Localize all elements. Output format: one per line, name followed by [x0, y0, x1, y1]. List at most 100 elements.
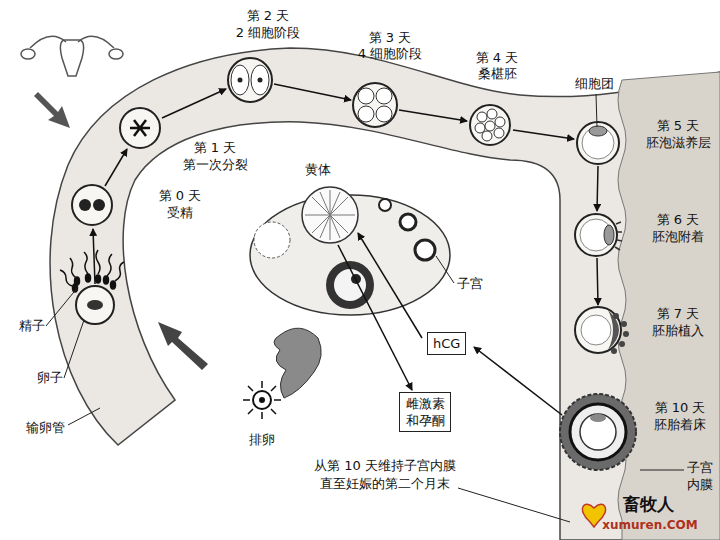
pointer-arrow — [158, 322, 208, 370]
blastocyst — [590, 414, 606, 422]
blastocyst — [623, 331, 629, 337]
cleavage-embryo — [494, 128, 504, 138]
stage-label: 卵子 — [37, 370, 63, 386]
oviduct-uterus — [50, 48, 720, 540]
stage-label: 桑椹胚 — [478, 66, 517, 82]
oviduct-uterus — [618, 72, 720, 540]
hormone-box: 雌激素和孕酮 — [399, 392, 451, 432]
cleavage-embryo — [482, 131, 492, 141]
stage-label: 胚胎植入 — [652, 323, 704, 339]
zygote — [76, 286, 114, 324]
stage-label: 4 细胞阶段 — [358, 46, 422, 62]
sperm — [115, 262, 124, 281]
hormone-arrow — [338, 233, 562, 415]
sperm — [111, 281, 116, 289]
fimbria — [259, 397, 265, 403]
pointer-arrow — [34, 92, 70, 128]
zygote — [87, 300, 103, 310]
blastocyst — [608, 310, 619, 350]
cleavage-embryo — [228, 58, 510, 145]
hormone-arrow — [474, 347, 562, 415]
leader-line — [640, 470, 684, 471]
sperm — [60, 270, 72, 286]
sperm — [86, 274, 91, 282]
box-text: 雌激素和孕酮 — [405, 395, 445, 429]
stage-label: 排卵 — [249, 432, 275, 448]
ovary — [334, 269, 366, 301]
blastocyst — [613, 313, 619, 319]
zygote — [120, 108, 160, 148]
uterus-icon — [109, 49, 123, 59]
stage-label: 细胞团 — [575, 76, 614, 92]
cleavage-embryo — [358, 106, 374, 122]
cleavage-embryo — [495, 117, 505, 127]
stage-label: 第 5 天 — [657, 118, 700, 134]
blastocyst — [581, 315, 611, 345]
stage-arrow — [93, 84, 598, 305]
blastocyst — [619, 341, 625, 347]
fimbria — [253, 391, 271, 409]
hormone-box: hCG — [427, 332, 466, 355]
leader-line — [46, 94, 684, 522]
leader-line — [458, 488, 570, 522]
blastocyst — [621, 321, 627, 327]
blastocyst — [560, 394, 636, 470]
ovary — [250, 187, 450, 315]
cleavage-embryo — [487, 109, 497, 119]
zygote — [72, 108, 160, 324]
cleavage-embryo — [228, 58, 272, 102]
ovary — [400, 214, 416, 230]
stage-arrow — [513, 130, 574, 139]
stage-label: 胚泡附着 — [652, 229, 704, 245]
cleavage-embryo — [376, 88, 392, 104]
stage-label: 第 1 天 — [194, 140, 237, 156]
ovary — [379, 199, 391, 211]
cleavage-embryo — [485, 121, 495, 131]
zygote — [93, 199, 105, 211]
ovary — [254, 222, 290, 258]
watermark-logo — [582, 504, 605, 527]
stage-label: 子宫 — [687, 460, 713, 476]
oviduct-uterus — [50, 48, 720, 540]
stage-arrow — [93, 229, 95, 284]
sperm — [96, 275, 101, 283]
uterus-icon — [21, 49, 35, 59]
ovary — [305, 190, 355, 240]
blastocyst — [580, 414, 616, 450]
ovary — [302, 187, 358, 243]
cleavage-embryo — [470, 105, 510, 145]
stage-label: 胚泡滋养层 — [646, 135, 711, 151]
blastocyst — [604, 225, 614, 245]
blastocyst — [577, 122, 619, 164]
stage-label: 第 0 天 — [159, 188, 202, 204]
hormone-arrow — [338, 245, 412, 390]
blastocyst — [560, 122, 636, 470]
uterus-icon — [21, 36, 123, 76]
cleavage-embryo — [358, 88, 374, 104]
stage-arrow — [274, 84, 351, 100]
blastocyst — [589, 126, 607, 136]
hormone-arrow — [358, 233, 422, 338]
stage-label: 黄体 — [305, 162, 331, 178]
stage-label: 第 2 天 — [247, 8, 290, 24]
stage-arrow — [399, 110, 467, 121]
blastocyst — [575, 214, 617, 256]
stage-label: 第 10 天 — [655, 400, 706, 416]
cleavage-embryo — [258, 78, 263, 83]
watermark: 畜牧人 — [623, 494, 674, 514]
stage-label: 输卵管 — [26, 420, 65, 436]
zygote — [79, 199, 91, 211]
fimbria — [274, 328, 321, 398]
cleavage-embryo — [353, 83, 397, 127]
stage-label: 子宫 — [457, 276, 483, 292]
stage-label: 胚胎着床 — [654, 417, 706, 433]
sperm — [70, 258, 76, 278]
uterus-icon — [60, 40, 83, 76]
leader-line — [68, 408, 100, 425]
pointer-arrow — [34, 92, 208, 370]
uterus-icon — [30, 36, 114, 48]
box-text: hCG — [433, 335, 460, 352]
stage-arrow — [162, 89, 226, 118]
zygote — [72, 185, 112, 225]
